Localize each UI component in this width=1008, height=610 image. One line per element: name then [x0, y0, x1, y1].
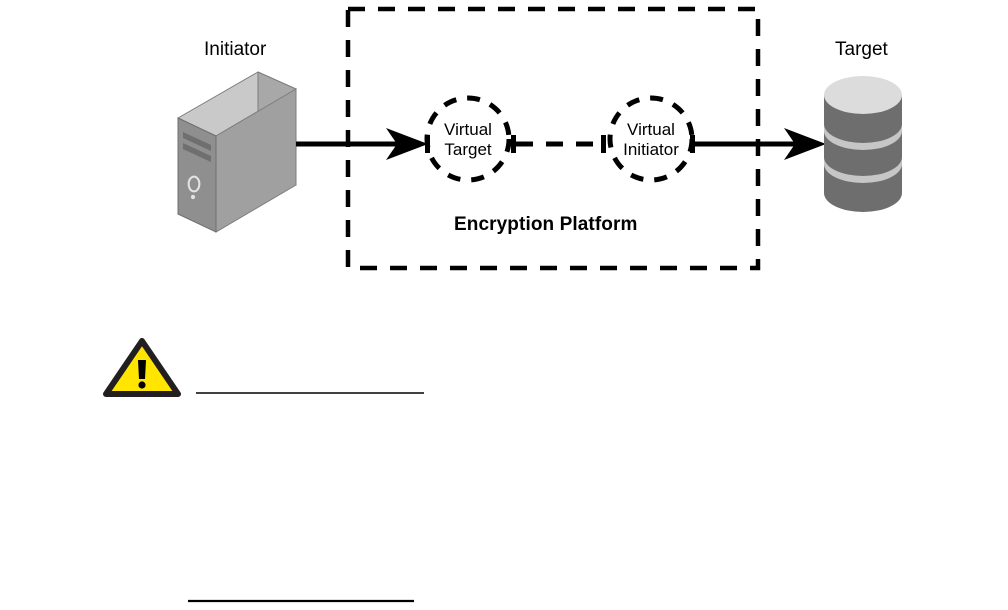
initiator-to-virtual-target-arrow	[296, 128, 430, 160]
virtual-target-label-line1: Virtual	[444, 120, 492, 139]
warning-triangle-icon	[103, 338, 181, 397]
target-label: Target	[835, 39, 888, 60]
virtual-initiator-label: Virtual Initiator	[601, 120, 701, 160]
virtual-initiator-label-line2: Initiator	[623, 140, 679, 160]
virtual-initiator-to-target-arrow	[690, 128, 826, 160]
encryption-platform-title: Encryption Platform	[454, 214, 638, 235]
initiator-label: Initiator	[204, 39, 267, 60]
virtual-target-to-virtual-initiator-link	[511, 135, 606, 153]
virtual-target-label: Virtual Target	[418, 120, 518, 160]
encryption-platform-boundary	[345, 6, 761, 271]
virtual-target-label-line2: Target	[444, 140, 492, 160]
server-tower-icon	[176, 71, 298, 233]
virtual-initiator-label-line1: Virtual	[627, 120, 675, 139]
virtual-target-circle	[424, 95, 512, 183]
storage-cylinder-icon	[824, 76, 902, 212]
